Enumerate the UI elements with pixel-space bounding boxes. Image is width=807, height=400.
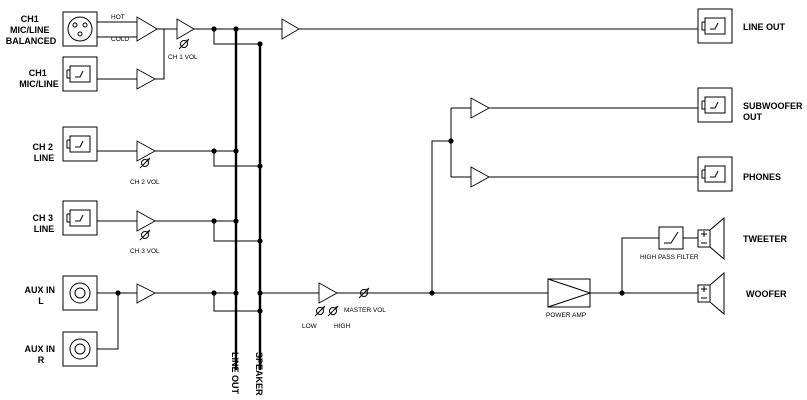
hot-label: HOT	[111, 14, 125, 21]
ch1-unbalanced-preamp-icon	[136, 68, 156, 90]
ch1-vol-knob-icon	[178, 38, 190, 50]
ch3-vol-label: CH 3 VOL	[130, 248, 160, 255]
ch1-balanced-preamp-icon	[136, 16, 158, 42]
tone-amp-icon	[318, 282, 338, 304]
high-label: HIGH	[334, 323, 351, 330]
aux-l-rca-jack-icon	[62, 275, 98, 311]
ch3-preamp-icon	[136, 210, 156, 232]
ch1-wiring	[97, 16, 282, 90]
woofer-label: WOOFER	[746, 289, 787, 299]
ch3-label: CH 3 LINE	[32, 213, 55, 234]
tweeter-label: TWEETER	[743, 234, 787, 244]
phones-amp-icon	[470, 166, 490, 188]
power-amp-block	[547, 226, 698, 308]
ch1-unbalanced-label: CH1 MIC/LINE	[19, 68, 59, 89]
line-out-amp-icon	[281, 18, 300, 40]
ch1-volume-amp-icon	[176, 18, 195, 40]
subwoofer-out-label: SUBWOOFER OUT	[743, 101, 805, 122]
subwoofer-out-jack-icon	[697, 87, 733, 123]
ch2-label: CH 2 LINE	[32, 142, 55, 163]
ch2-line-jack-icon	[62, 126, 98, 162]
aux-wiring	[97, 283, 263, 350]
ch2-vol-knob-icon	[139, 157, 151, 169]
line-out-bus-label: LINE OUT	[230, 352, 240, 395]
aux-l-label: AUX IN L	[24, 285, 57, 306]
phones-jack-icon	[697, 156, 733, 192]
ch3-line-jack-icon	[62, 200, 98, 236]
aux-r-rca-jack-icon	[62, 331, 98, 367]
high-knob-icon	[327, 305, 339, 317]
line-out-label: LINE OUT	[743, 22, 786, 32]
subwoofer-amp-icon	[470, 97, 490, 119]
ch3-vol-knob-icon	[139, 229, 151, 241]
ch2-wiring	[97, 140, 263, 169]
cold-label: COLD	[111, 36, 129, 43]
line-out-jack-icon	[697, 8, 733, 44]
ch2-vol-label: CH 2 VOL	[130, 179, 160, 186]
master-vol-knob-icon	[358, 287, 370, 299]
tweeter-speaker-icon	[697, 216, 725, 261]
speaker-bus-label: SPEAKER	[254, 352, 264, 396]
ch1-balanced-label: CH1 MIC/LINE BALANCED	[6, 14, 57, 46]
low-knob-icon	[314, 305, 326, 317]
woofer-speaker-icon	[697, 271, 725, 316]
xlr-jack-icon	[62, 11, 98, 47]
high-pass-filter-icon	[658, 226, 684, 250]
ch1-vol-label: CH 1 VOL	[168, 54, 198, 61]
phones-label: PHONES	[743, 172, 781, 182]
aux-preamp-icon	[136, 283, 156, 304]
power-amp-label: POWER AMP	[546, 312, 586, 319]
ch3-wiring	[97, 210, 263, 244]
low-label: LOW	[302, 323, 318, 330]
aux-r-label: AUX IN R	[24, 344, 57, 365]
ch1-line-jack-icon	[62, 56, 98, 92]
master-wiring	[257, 97, 698, 317]
ch2-preamp-icon	[136, 140, 156, 162]
high-pass-filter-label: HIGH PASS FILTER	[640, 254, 699, 261]
master-vol-label: MASTER VOL	[344, 307, 386, 314]
